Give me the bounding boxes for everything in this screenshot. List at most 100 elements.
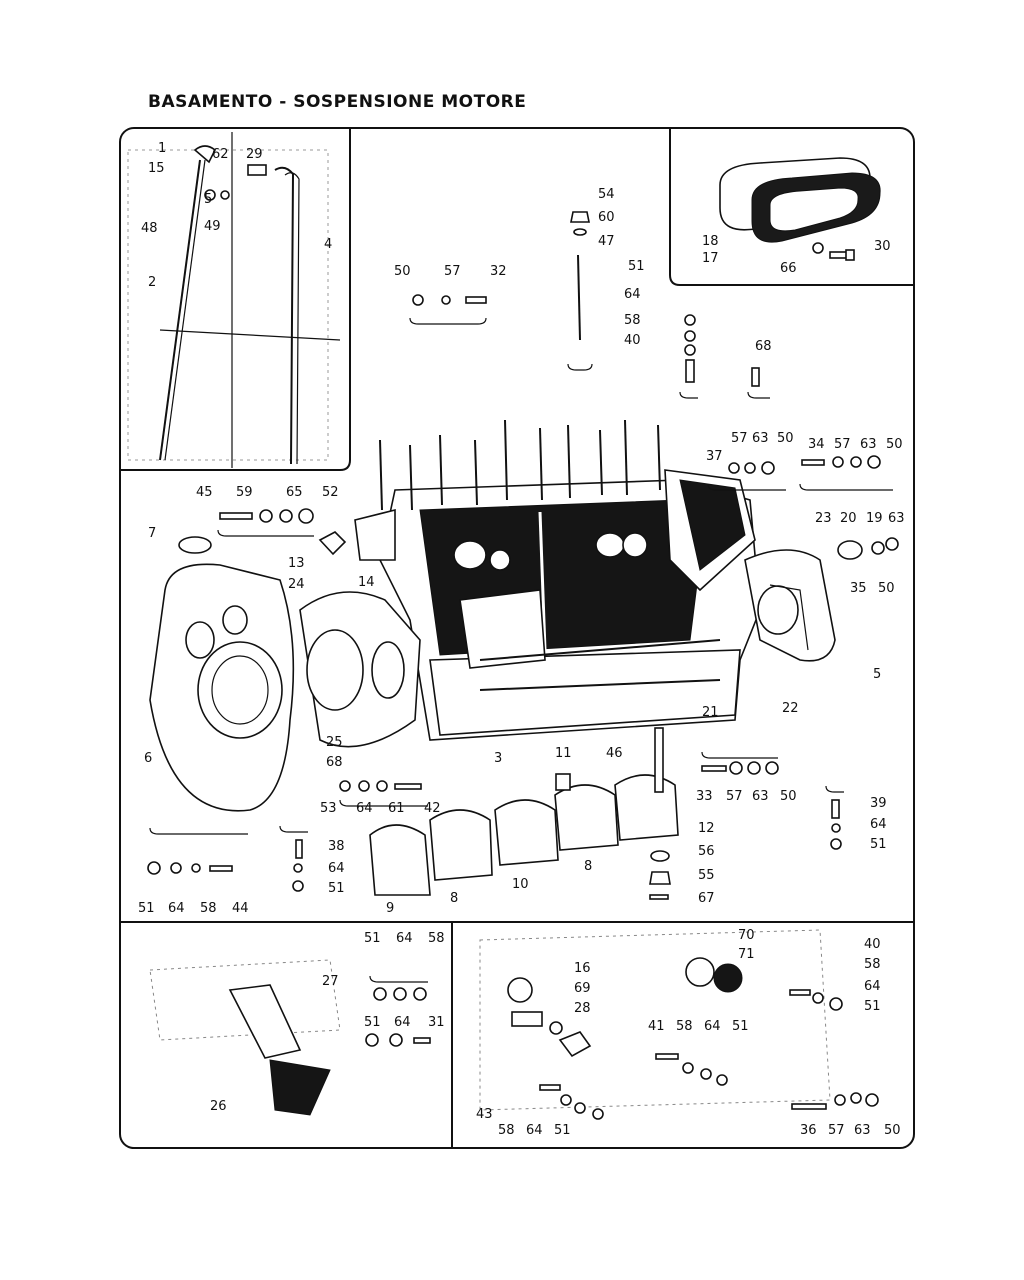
part-number-label: 19	[866, 511, 883, 526]
part-number-label: 38	[328, 839, 345, 854]
part-number-label: 50	[780, 789, 797, 804]
part-number-label: 28	[574, 1001, 591, 1016]
part-number-label: 64	[870, 817, 887, 832]
part-number-label: 5	[204, 192, 212, 207]
part-number-label: 64	[168, 901, 185, 916]
part-number-label: 9	[386, 901, 394, 916]
part-number-label: 64	[328, 861, 345, 876]
part-number-label: 41	[648, 1019, 665, 1034]
front-plate	[299, 591, 421, 748]
part-number-label: 6	[144, 751, 152, 766]
part-number-label: 68	[326, 755, 343, 770]
engine-mount-sketch	[149, 959, 431, 1116]
part-number-label: 49	[204, 219, 221, 234]
bearing-caps	[369, 774, 679, 896]
part-number-label: 57	[834, 437, 851, 452]
part-number-label: 30	[874, 239, 891, 254]
part-number-label: 3	[494, 751, 502, 766]
page-title: BASAMENTO - SOSPENSIONE MOTORE	[148, 92, 527, 112]
part-number-label: 68	[755, 339, 772, 354]
part-number-label: 42	[424, 801, 441, 816]
part-number-label: 51	[554, 1123, 571, 1138]
part-number-label: 15	[148, 161, 165, 176]
part-number-label: 40	[624, 333, 641, 348]
part-number-label: 57	[444, 264, 461, 279]
part-number-label: 64	[864, 979, 881, 994]
part-number-label: 45	[196, 485, 213, 500]
part-number-label: 54	[598, 187, 615, 202]
part-number-label: 60	[598, 210, 615, 225]
part-number-label: 63	[854, 1123, 871, 1138]
part-number-label: 12	[698, 821, 715, 836]
part-number-label: 44	[232, 901, 249, 916]
part-number-label: 33	[696, 789, 713, 804]
part-number-label: 20	[840, 511, 857, 526]
part-number-label: 32	[490, 264, 507, 279]
part-number-label: 43	[476, 1107, 493, 1122]
inset-top-left-frame	[120, 128, 351, 471]
part-number-label: 1	[158, 141, 166, 156]
part-number-label: 34	[808, 437, 825, 452]
part-number-label: 51	[870, 837, 887, 852]
part-number-label: 64	[396, 931, 413, 946]
part-number-label: 63	[752, 789, 769, 804]
block-side-detail-sketch	[479, 929, 879, 1120]
part-number-label: 18	[702, 234, 719, 249]
part-number-label: 66	[780, 261, 797, 276]
part-number-label: 58	[624, 313, 641, 328]
part-number-label: 50	[394, 264, 411, 279]
part-number-label: 70	[738, 928, 755, 943]
part-number-label: 10	[512, 877, 529, 892]
part-number-label: 36	[800, 1123, 817, 1138]
bell-housing	[149, 563, 295, 812]
dipstick-sketch	[127, 145, 341, 465]
part-number-label: 17	[702, 251, 719, 266]
part-number-label: 63	[888, 511, 905, 526]
part-number-label: 51	[364, 1015, 381, 1030]
part-number-label: 51	[864, 999, 881, 1014]
part-number-label: 5	[873, 667, 881, 682]
part-number-label: 64	[624, 287, 641, 302]
part-number-label: 67	[698, 891, 715, 906]
part-number-label: 4	[324, 237, 332, 252]
diagram-frame	[119, 127, 915, 1149]
part-number-label: 13	[288, 556, 305, 571]
part-number-label: 24	[288, 577, 305, 592]
part-number-label: 29	[246, 147, 263, 162]
part-number-label: 27	[322, 974, 339, 989]
part-number-label: 40	[864, 937, 881, 952]
part-number-label: 64	[704, 1019, 721, 1034]
part-number-label: 52	[322, 485, 339, 500]
part-number-label: 51	[138, 901, 155, 916]
part-number-label: 61	[388, 801, 405, 816]
part-number-label: 51	[328, 881, 345, 896]
part-number-label: 50	[884, 1123, 901, 1138]
side-cover-gasket-sketch	[719, 157, 881, 261]
part-number-label: 58	[676, 1019, 693, 1034]
part-number-label: 23	[815, 511, 832, 526]
grouping-brackets	[149, 317, 893, 983]
part-number-label: 2	[148, 275, 156, 290]
part-number-label: 21	[702, 705, 719, 720]
part-number-label: 37	[706, 449, 723, 464]
part-number-label: 58	[428, 931, 445, 946]
part-number-label: 51	[628, 259, 645, 274]
rear-plate	[744, 549, 836, 662]
part-number-label: 46	[606, 746, 623, 761]
part-number-label: 31	[428, 1015, 445, 1030]
part-number-label: 71	[738, 947, 755, 962]
part-number-label: 65	[286, 485, 303, 500]
engine-block	[354, 419, 761, 741]
part-number-label: 69	[574, 981, 591, 996]
part-number-label: 59	[236, 485, 253, 500]
part-number-label: 64	[394, 1015, 411, 1030]
part-number-label: 14	[358, 575, 375, 590]
part-number-label: 11	[555, 746, 572, 761]
part-number-label: 7	[148, 526, 156, 541]
part-number-label: 26	[210, 1099, 227, 1114]
part-number-label: 57	[731, 431, 748, 446]
part-number-label: 8	[450, 891, 458, 906]
hardware-parts	[147, 211, 899, 900]
part-number-label: 48	[141, 221, 158, 236]
